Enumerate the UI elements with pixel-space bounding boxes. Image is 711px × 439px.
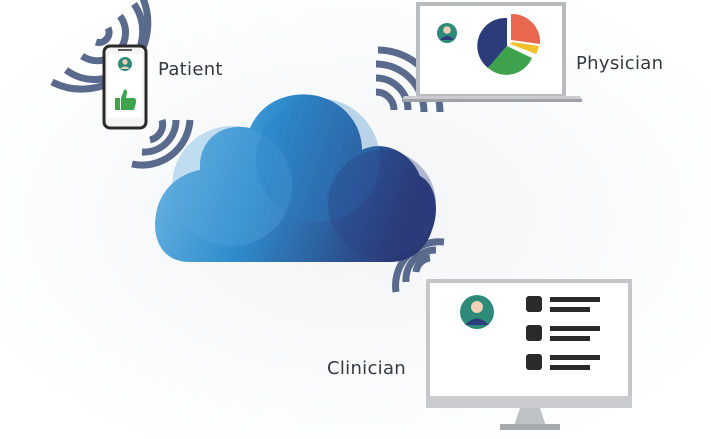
checklist-icon: [526, 296, 600, 370]
thumbs-up-icon: [115, 89, 137, 110]
pie-chart-icon: [477, 13, 541, 75]
desktop-monitor-icon: [426, 279, 632, 430]
cloud-icon: [155, 94, 436, 262]
wifi-waves-icon: [131, 119, 194, 169]
patient-label: Patient: [158, 59, 223, 80]
smartphone-icon: [102, 44, 148, 130]
clinician-label: Clinician: [327, 358, 407, 379]
user-avatar-icon: [460, 295, 494, 329]
physician-label: Physician: [576, 53, 664, 74]
laptop-icon: [402, 2, 582, 102]
user-avatar-icon: [437, 23, 457, 43]
